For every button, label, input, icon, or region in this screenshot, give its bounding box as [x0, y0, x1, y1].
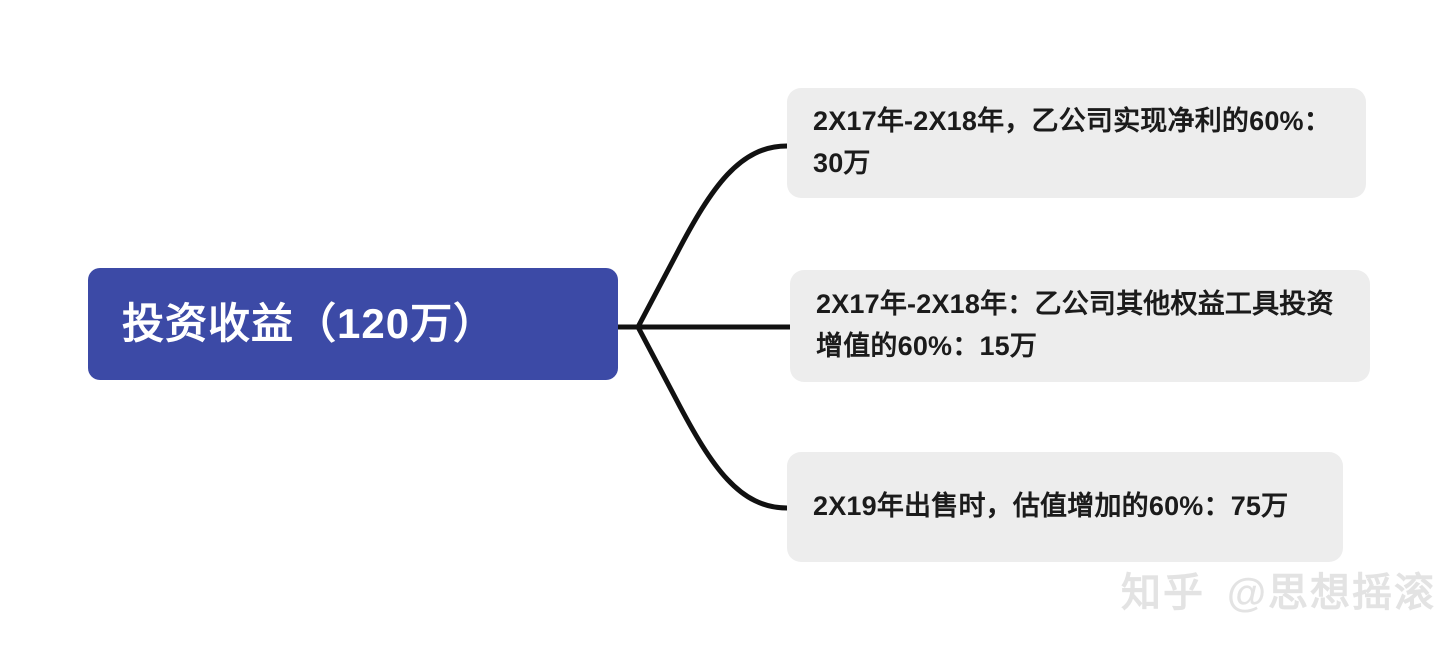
connector-branch-1 [635, 143, 790, 330]
watermark: 知乎 @思想摇滚 [1121, 560, 1436, 618]
child-node-2[interactable]: 2X17年-2X18年：乙公司其他权益工具投资增值的60%：15万 [790, 270, 1370, 382]
root-node-label: 投资收益（120万） [122, 299, 497, 347]
child-node-1[interactable]: 2X17年-2X18年，乙公司实现净利的60%：30万 [787, 88, 1366, 198]
connector-branch-3 [635, 324, 790, 511]
child-node-3-label: 2X19年出售时，估值增加的60%：75万 [813, 491, 1289, 522]
child-node-1-label: 2X17年-2X18年，乙公司实现净利的60%：30万 [813, 106, 1331, 178]
child-node-3[interactable]: 2X19年出售时，估值增加的60%：75万 [787, 452, 1343, 562]
zhihu-logo-text: 知乎 [1120, 571, 1205, 615]
root-node[interactable]: 投资收益（120万） [88, 268, 618, 380]
watermark-handle: @思想摇滚 [1226, 571, 1436, 615]
child-node-2-label: 2X17年-2X18年：乙公司其他权益工具投资增值的60%：15万 [816, 289, 1334, 361]
